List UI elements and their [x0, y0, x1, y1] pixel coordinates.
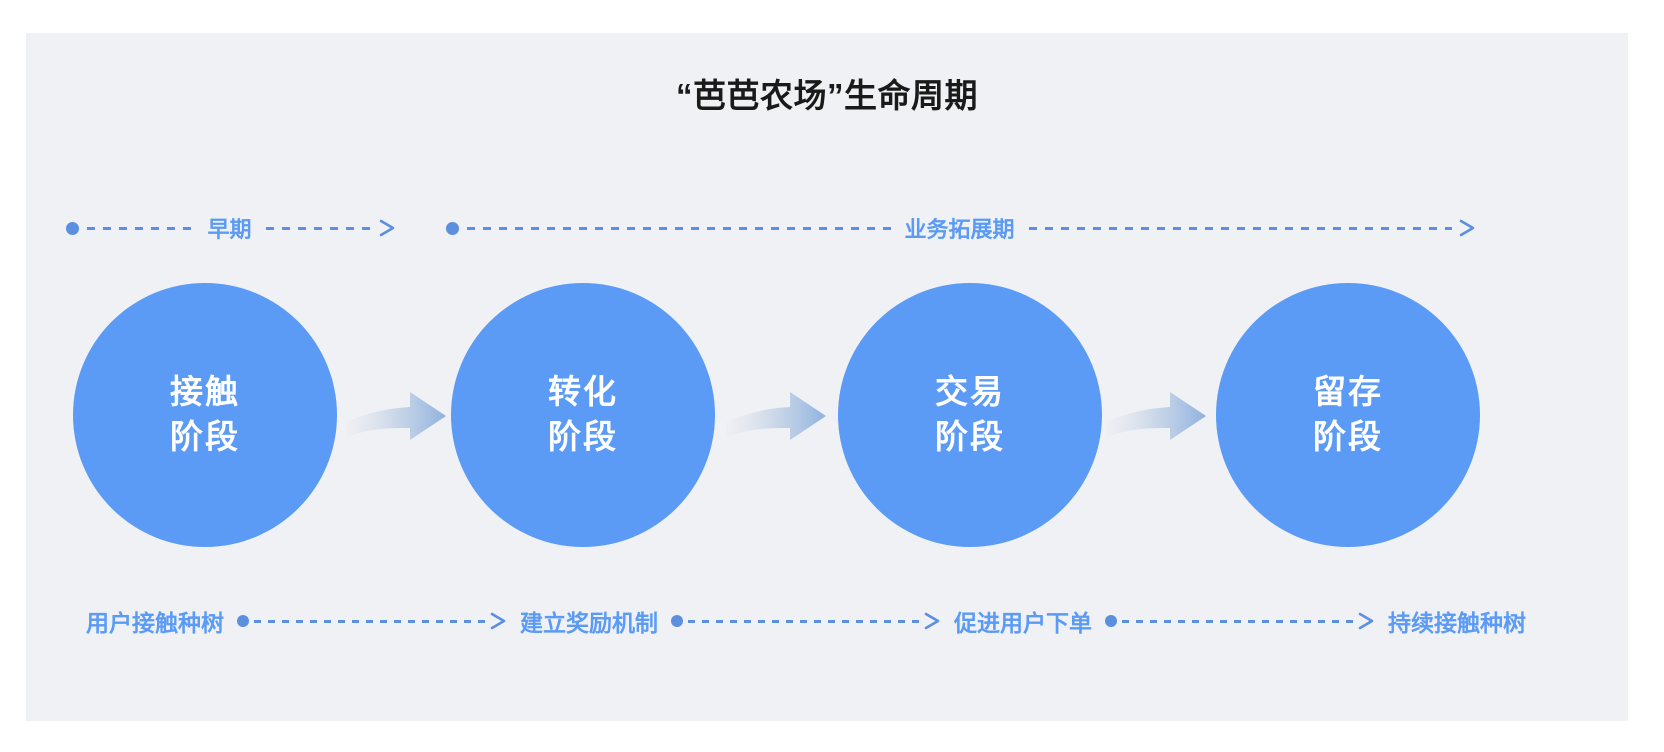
stage-label-line2: 阶段 [548, 418, 618, 455]
action-label-promote-orders: 促进用户下单 [954, 610, 1092, 636]
stage-circle-contact[interactable]: 接触 阶段 [73, 283, 337, 547]
action-arrow-icon [1357, 611, 1375, 631]
phase-arrow-icon [1458, 218, 1476, 238]
stage-label-line1: 交易 [935, 373, 1005, 411]
action-dot-icon [1105, 615, 1117, 627]
action-dashed-line [688, 619, 920, 623]
phase-track-early: 早期 [66, 208, 396, 248]
action-connector [671, 611, 941, 631]
stage-label-line1: 留存 [1313, 373, 1383, 411]
phase-label-growth: 业务拓展期 [904, 217, 1015, 242]
swoosh-arrow-icon [1106, 378, 1210, 450]
action-label-contact-tree: 用户接触种树 [86, 610, 224, 636]
action-label-reward-mechanism: 建立奖励机制 [520, 610, 658, 636]
phase-dashed-line [87, 226, 194, 230]
action-dashed-line [1122, 619, 1354, 623]
stage-circle-transaction[interactable]: 交易 阶段 [838, 283, 1102, 547]
action-arrow-icon [923, 611, 941, 631]
action-dot-icon [237, 615, 249, 627]
action-label-continuous-contact: 持续接触种树 [1388, 610, 1526, 636]
phase-dashed-line [265, 226, 373, 230]
stages-row: 接触 阶段 转化 阶段 [26, 283, 1628, 583]
actions-row: 用户接触种树 建立奖励机制 促进用户下单 [86, 598, 1526, 644]
phase-dashed-line [467, 226, 891, 230]
stage-circle-conversion[interactable]: 转化 阶段 [451, 283, 715, 547]
phase-start-dot-icon [66, 221, 79, 235]
page-title: “芭芭农场”生命周期 [676, 77, 978, 114]
action-dashed-line [254, 619, 486, 623]
action-arrow-icon [489, 611, 507, 631]
stage-label-line2: 阶段 [170, 418, 240, 455]
stage-circle-retention[interactable]: 留存 阶段 [1216, 283, 1480, 547]
action-connector [1105, 611, 1375, 631]
swoosh-arrow-icon [346, 378, 450, 450]
action-dot-icon [671, 615, 683, 627]
phase-start-dot-icon [446, 221, 459, 235]
stage-label-line1: 转化 [548, 373, 618, 411]
stage-label-line1: 接触 [170, 373, 240, 411]
lifecycle-diagram-panel: “芭芭农场”生命周期 早期 业务拓展期 接触 阶段 [26, 33, 1628, 721]
stage-label-line2: 阶段 [1313, 418, 1383, 455]
stage-label-line2: 阶段 [935, 418, 1005, 455]
phase-track-growth: 业务拓展期 [446, 208, 1476, 248]
action-connector [237, 611, 507, 631]
phase-label-early: 早期 [207, 217, 252, 242]
phase-dashed-line [1028, 226, 1453, 230]
phase-arrow-icon [378, 218, 396, 238]
swoosh-arrow-icon [726, 378, 830, 450]
